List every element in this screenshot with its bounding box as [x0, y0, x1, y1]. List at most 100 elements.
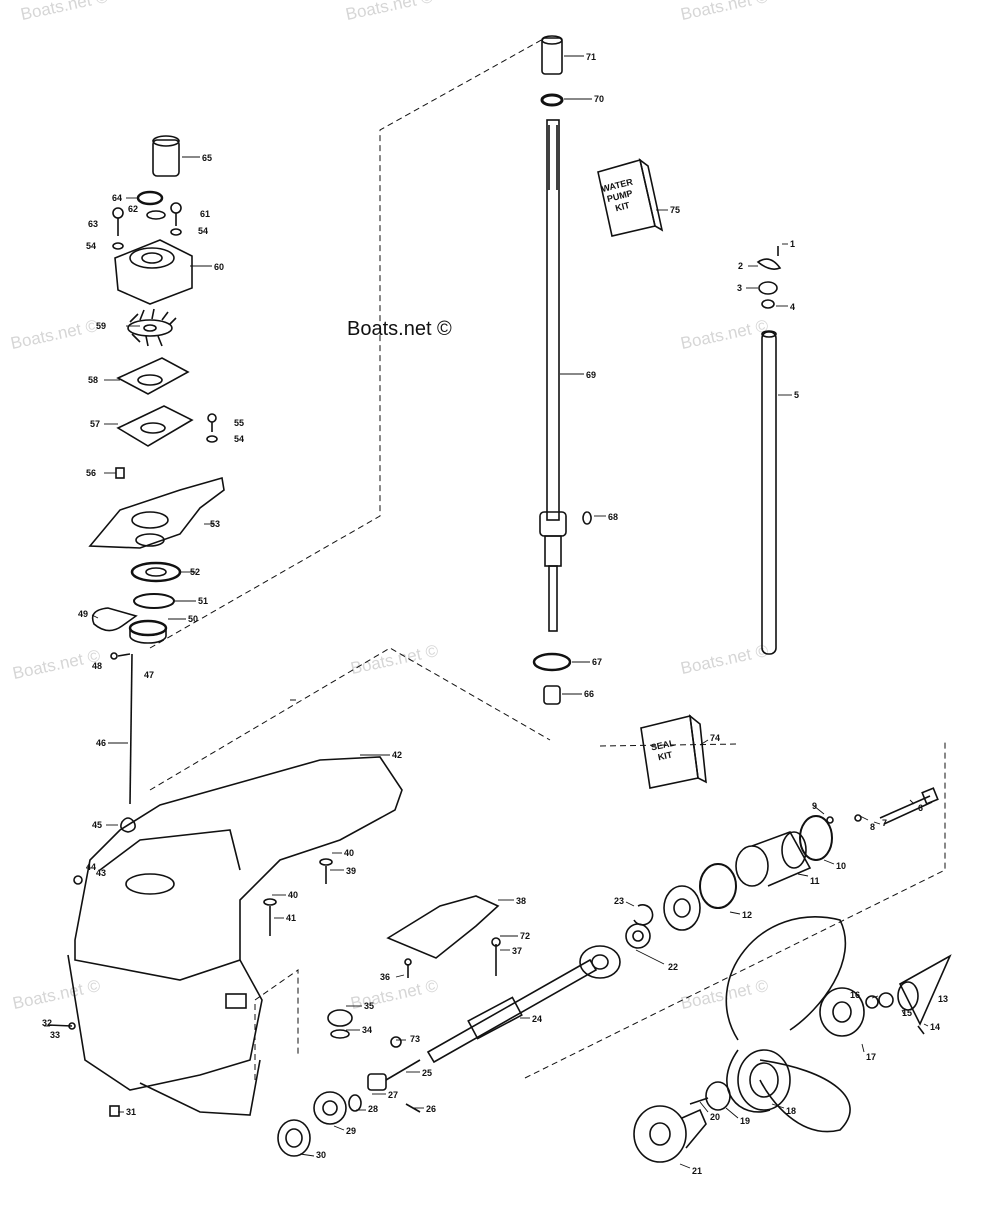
part-25-plunger: [385, 1059, 421, 1081]
part-41-screw: [263, 898, 277, 936]
part-74-seal-kit-box: [640, 714, 707, 789]
part-20-pin: [689, 1097, 709, 1105]
callout-33: 33: [50, 1030, 61, 1040]
part-2-clip: [756, 258, 782, 270]
callout-31: 31: [126, 1107, 137, 1117]
callout-40: 40: [288, 890, 299, 900]
part-17-thrust-hub: [819, 987, 865, 1037]
callout-26: 26: [426, 1104, 437, 1114]
callout-72: 72: [520, 931, 531, 941]
part-56-dowel: [115, 467, 125, 479]
part-37-screw: [491, 937, 501, 976]
part-15-nut: [878, 992, 894, 1008]
callout-54: 54: [234, 434, 245, 444]
part-5-shift-rod: [761, 330, 777, 655]
part-60-pump-housing: [114, 239, 193, 305]
part-6-bolt: [879, 787, 939, 825]
callout-52: 52: [190, 567, 201, 577]
part-61-screw: [170, 202, 182, 226]
callout-28: 28: [368, 1104, 379, 1114]
part-16-washer: [865, 995, 879, 1009]
callout-55: 55: [234, 418, 245, 428]
callout-16: 16: [850, 990, 861, 1000]
part-30-bearing: [277, 1119, 311, 1157]
callout-34: 34: [362, 1025, 373, 1035]
part-24-propeller-shaft: [426, 958, 598, 1064]
part-58-gasket: [116, 357, 190, 395]
callout-1: 1: [790, 239, 796, 249]
callout-6: 6: [918, 803, 924, 813]
callout-70: 70: [594, 94, 605, 104]
callout-21: 21: [692, 1166, 703, 1176]
callout-19: 19: [740, 1116, 751, 1126]
callout-37: 37: [512, 946, 523, 956]
part-63-screw: [112, 207, 124, 236]
part-22-thrust-washer: [625, 923, 651, 949]
part-3-bushing: [758, 281, 778, 295]
callout-74: 74: [710, 733, 721, 743]
callout-13: 13: [938, 994, 949, 1004]
callout-36: 36: [380, 972, 391, 982]
callout-60: 60: [214, 262, 225, 272]
callout-25: 25: [422, 1068, 433, 1078]
callout-29: 29: [346, 1126, 357, 1136]
callout-5: 5: [794, 390, 800, 400]
callout-10: 10: [836, 861, 847, 871]
callout-69: 69: [586, 370, 597, 380]
part-54-washer: [112, 242, 124, 250]
callout-3: 3: [737, 283, 743, 293]
callout-49: 49: [78, 609, 89, 619]
part-11-bearing-carrier: [735, 831, 812, 887]
callout-45: 45: [92, 820, 103, 830]
part-66-bushing: [543, 685, 561, 705]
assembly-guide-lines: [149, 37, 946, 1080]
part-57-plate: [116, 405, 194, 447]
part-23-ring: [633, 904, 654, 926]
callout-8: 8: [870, 822, 876, 832]
part-12-bearing-carrier-gear: [663, 885, 701, 931]
part-36-screw: [404, 958, 412, 978]
part-70-seal: [540, 93, 564, 107]
callout-30: 30: [316, 1150, 327, 1160]
callout-54: 54: [198, 226, 209, 236]
callout-65: 65: [202, 153, 213, 163]
part-35-shift-cam: [327, 1009, 353, 1027]
callout-42: 42: [392, 750, 403, 760]
callout-48: 48: [92, 661, 103, 671]
part-51-oring: [133, 593, 175, 609]
callout-71: 71: [586, 52, 597, 62]
watermark-main: Boats.net ©: [347, 318, 452, 340]
callout-43: 43: [96, 868, 107, 878]
part-52-bearing: [130, 561, 182, 583]
callout-75: 75: [670, 205, 681, 215]
part-64-grommet: [136, 190, 164, 206]
part-62-seal: [146, 210, 166, 220]
part-31-drain-plug: [109, 1105, 120, 1117]
part-49-seal-strip: [91, 607, 138, 632]
callout-7: 7: [882, 818, 888, 828]
part-54-washer: [206, 435, 218, 443]
callout-14: 14: [930, 1022, 941, 1032]
part-53-pump-base: [88, 476, 225, 549]
part-71-sleeve: [541, 35, 563, 75]
callout-4: 4: [790, 302, 796, 312]
part-48-grommet: [110, 652, 131, 660]
callout-22: 22: [668, 962, 679, 972]
callout-51: 51: [198, 596, 209, 606]
callout-46: 46: [96, 738, 107, 748]
callout-20: 20: [710, 1112, 721, 1122]
callout-50: 50: [188, 614, 199, 624]
callout-47: 47: [144, 670, 155, 680]
callout-53: 53: [210, 519, 221, 529]
part-43-screw: [73, 875, 83, 885]
callout-67: 67: [592, 657, 603, 667]
part-26-pin: [405, 1103, 421, 1113]
part-73-pin: [390, 1036, 402, 1048]
callout-57: 57: [90, 419, 101, 429]
part-21-front-thrust-hub: [633, 1105, 707, 1163]
part-10-oring: [799, 815, 833, 861]
callout-35: 35: [364, 1001, 375, 1011]
part-65-tube: [152, 135, 180, 177]
